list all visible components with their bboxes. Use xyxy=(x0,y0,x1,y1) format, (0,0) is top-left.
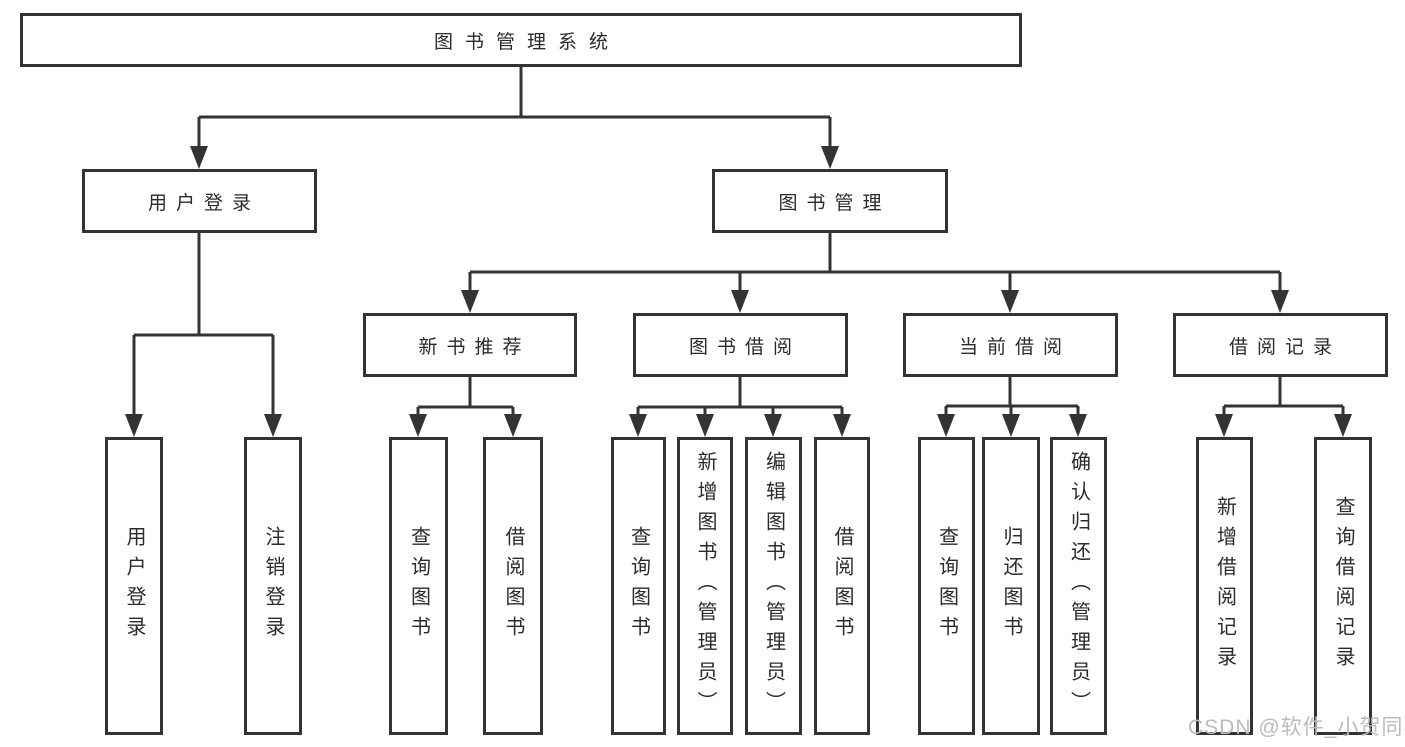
leaf-label: 借阅图书 xyxy=(502,526,524,646)
arrow-icon xyxy=(1069,414,1087,437)
arrow-icon xyxy=(125,414,143,437)
node-label: 当前借阅 xyxy=(958,336,1071,358)
leaf-label: 编辑图书（管理员） xyxy=(762,451,785,721)
node-label: 借阅记录 xyxy=(1228,336,1341,358)
leaf-user-login: 用户登录 xyxy=(105,437,163,735)
node-book-borrow: 图书借阅 xyxy=(633,313,848,377)
csdn-watermark: CSDN @软件_小贺同学 xyxy=(1188,716,1405,739)
arrow-icon xyxy=(629,414,647,437)
connector-current-spine xyxy=(946,377,1078,408)
arrow-icon xyxy=(937,414,955,437)
leaf-query-books-2: 查询图书 xyxy=(611,437,666,735)
arrow-icon xyxy=(1334,414,1352,437)
leaf-logout: 注销登录 xyxy=(244,437,302,735)
connector-new-book-spine xyxy=(418,377,513,409)
leaf-label: 新增借阅记录 xyxy=(1213,496,1236,676)
connector-root-spine xyxy=(199,66,830,119)
node-root-label: 图书管理系统 xyxy=(433,31,620,53)
leaf-label: 查询图书 xyxy=(407,526,430,646)
leaf-label: 查询图书 xyxy=(935,526,958,646)
connector-records-spine xyxy=(1224,377,1343,408)
arrow-icon xyxy=(764,414,782,437)
node-root: 图书管理系统 xyxy=(20,13,1022,67)
node-book-management: 图书管理 xyxy=(712,169,948,233)
arrow-icon xyxy=(1001,290,1019,313)
arrow-icon xyxy=(461,290,479,313)
leaf-confirm-return-admin: 确认归还（管理员） xyxy=(1050,437,1107,735)
leaf-borrow-books-2: 借阅图书 xyxy=(814,437,870,735)
leaf-query-books-3: 查询图书 xyxy=(918,437,975,735)
leaf-borrow-books-1: 借阅图书 xyxy=(483,437,543,735)
arrow-icon xyxy=(1002,414,1020,437)
leaf-label: 新增图书（管理员） xyxy=(694,451,716,721)
arrow-icon xyxy=(731,290,749,313)
leaf-label: 归还图书 xyxy=(1000,526,1022,646)
connector-book-mgmt-spine xyxy=(470,233,1280,274)
node-label: 图书借阅 xyxy=(688,336,801,358)
arrow-icon xyxy=(1215,414,1233,437)
leaf-label: 确认归还（管理员） xyxy=(1067,451,1090,721)
leaf-return-books: 归还图书 xyxy=(982,437,1040,735)
leaf-query-borrow-record: 查询借阅记录 xyxy=(1314,437,1372,735)
leaf-label: 注销登录 xyxy=(262,526,284,646)
arrow-icon xyxy=(821,146,839,169)
arrow-icon xyxy=(190,146,208,169)
connector-user-login-spine xyxy=(134,233,273,337)
arrow-icon xyxy=(409,414,427,437)
leaf-label: 用户登录 xyxy=(123,526,145,646)
arrow-icon xyxy=(264,414,282,437)
leaf-add-books-admin: 新增图书（管理员） xyxy=(677,437,733,735)
leaf-label: 查询图书 xyxy=(627,526,650,646)
leaf-add-borrow-record: 新增借阅记录 xyxy=(1196,437,1253,735)
leaf-edit-books-admin: 编辑图书（管理员） xyxy=(745,437,802,735)
node-label: 图书管理 xyxy=(778,192,891,214)
node-label: 用户登录 xyxy=(147,192,260,214)
connector-borrow-spine xyxy=(638,377,842,409)
arrow-icon xyxy=(504,414,522,437)
node-borrow-records: 借阅记录 xyxy=(1173,313,1388,377)
node-label: 新书推荐 xyxy=(418,336,531,358)
node-new-book-recommend: 新书推荐 xyxy=(363,313,577,377)
leaf-label: 查询借阅记录 xyxy=(1332,496,1354,676)
arrow-icon xyxy=(833,414,851,437)
leaf-query-books-1: 查询图书 xyxy=(389,437,448,735)
leaf-label: 借阅图书 xyxy=(831,526,853,646)
arrow-icon xyxy=(1271,290,1289,313)
node-current-borrow: 当前借阅 xyxy=(903,313,1118,377)
node-user-login: 用户登录 xyxy=(82,169,317,233)
arrow-icon xyxy=(696,414,714,437)
